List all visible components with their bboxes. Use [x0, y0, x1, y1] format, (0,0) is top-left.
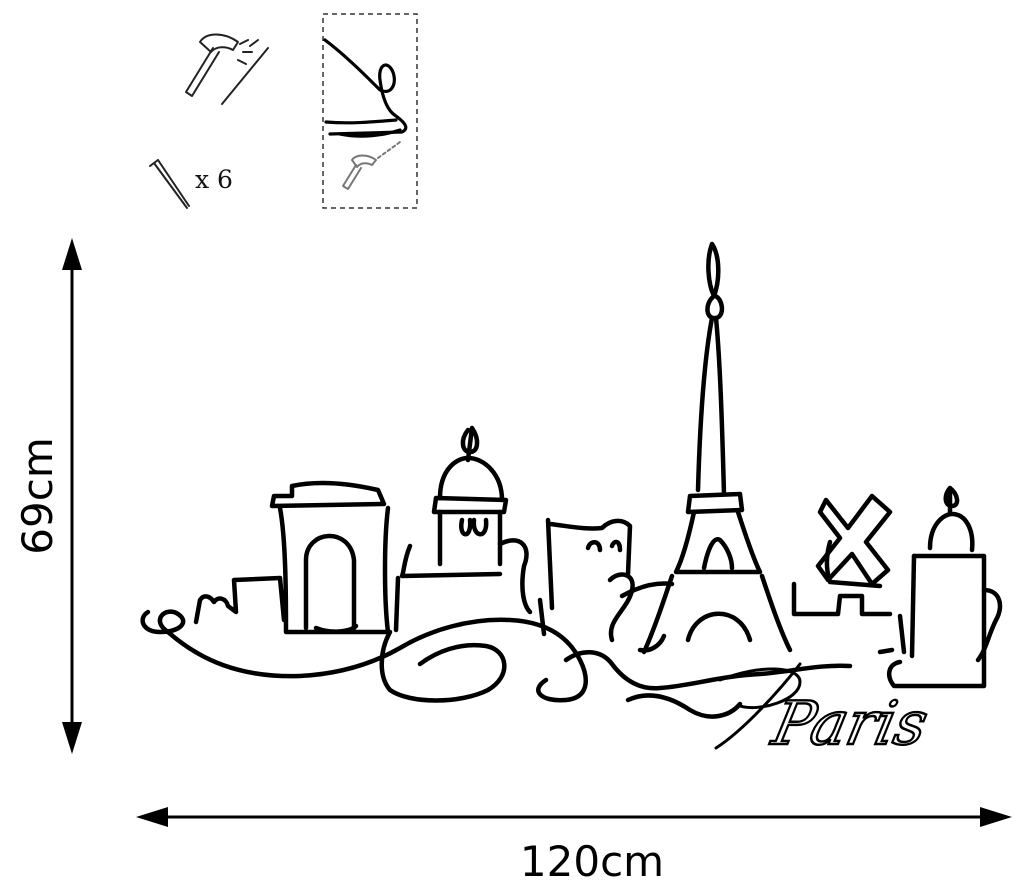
- nail-icon: [149, 159, 190, 209]
- width-label: 120cm: [520, 837, 664, 886]
- eiffel-tower: [619, 241, 793, 655]
- hammer-icon: [342, 141, 401, 190]
- moulin-rouge: [791, 493, 893, 617]
- height-dimension-arrow: [62, 238, 82, 754]
- nail-quantity: x 6: [195, 165, 233, 194]
- paris-script-text: Paris: [766, 690, 934, 759]
- width-dimension-arrow: [136, 807, 1012, 827]
- wall-mount-icon: [322, 13, 418, 209]
- arc-de-triomphe: [269, 480, 391, 635]
- sacre-coeur: [393, 425, 533, 633]
- hammer-icon: [185, 33, 269, 105]
- arrow-up-icon: [62, 238, 82, 270]
- paris-skyline-artwork: Paris: [140, 241, 1003, 760]
- arrow-right-icon: [980, 807, 1012, 827]
- arrow-down-icon: [62, 722, 82, 754]
- arrow-left-icon: [136, 807, 168, 827]
- notre-dame: [537, 517, 635, 643]
- domed-building: [877, 485, 1003, 689]
- height-label: 69cm: [13, 437, 62, 554]
- paris-script: Paris: [714, 662, 935, 760]
